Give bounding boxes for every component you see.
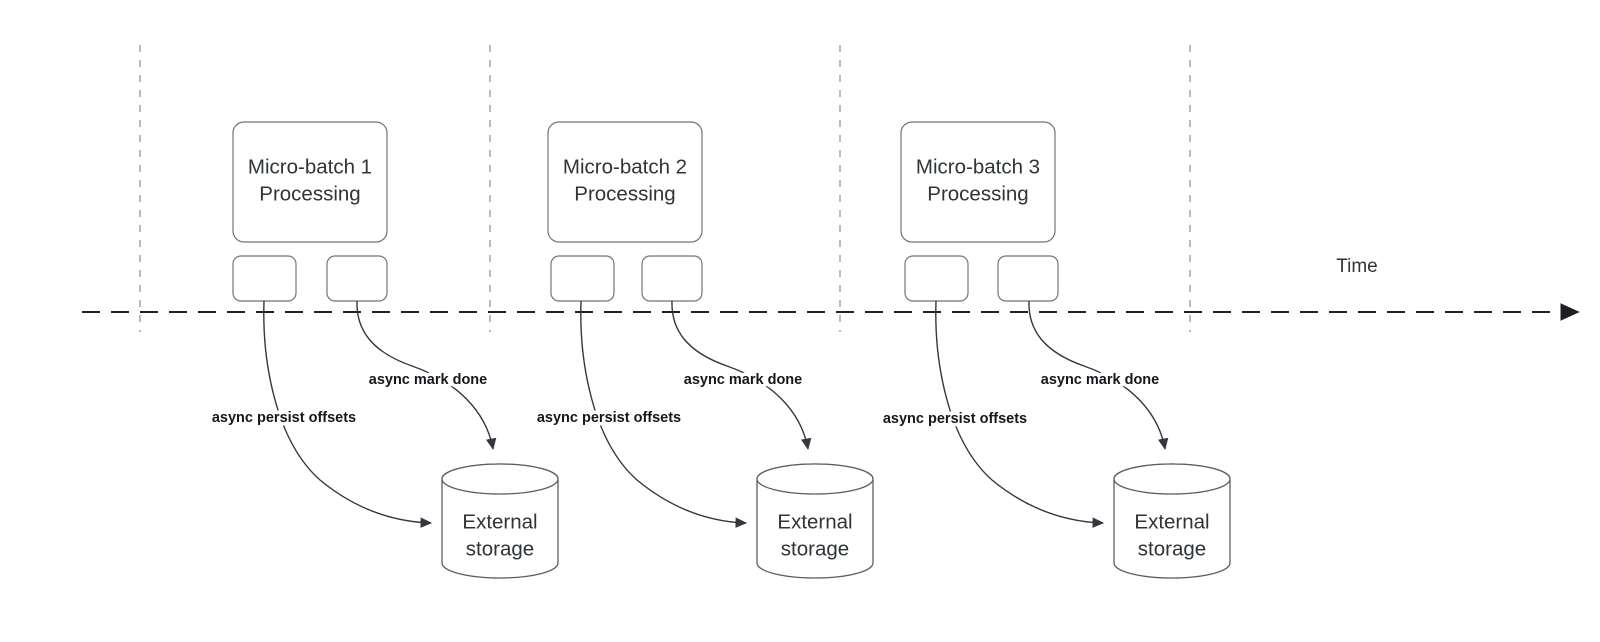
- storage-label-line1: External: [1134, 510, 1209, 533]
- async-persist-offsets-edge-path: [935, 300, 1105, 528]
- persist-offsets-task[interactable]: [904, 255, 969, 302]
- persist-offsets-task[interactable]: [550, 255, 615, 302]
- async-persist-offsets-edge-label-halo: async persist offsets: [212, 410, 356, 426]
- async-persist-offsets-edge-path: [580, 300, 748, 528]
- async-mark-done-edge-label-halo: async mark done: [684, 372, 802, 388]
- batch-group-3: Micro-batch 3 Processing async persist off…: [879, 121, 1231, 579]
- async-mark-done-edge-path: [1028, 300, 1169, 451]
- external-storage-cylinder-3[interactable]: External storage: [1113, 463, 1231, 579]
- async-persist-offsets-edge-label: async persist offsets: [537, 410, 681, 426]
- async-persist-offsets-edge-path: [263, 300, 433, 528]
- batch-group-2: Micro-batch 2 Processing async persist off…: [533, 121, 874, 579]
- async-mark-done-edge-label-halo: async mark done: [369, 372, 487, 388]
- microbatch-box-shape: [547, 121, 703, 243]
- external-storage-cylinder-1[interactable]: External storage: [441, 463, 559, 579]
- microbatch-label-line2: Processing: [259, 182, 360, 205]
- mark-done-task[interactable]: [641, 255, 703, 302]
- async-mark-done-edge-label: async mark done: [684, 372, 802, 388]
- timeline-boundary-ticks: [139, 45, 1191, 332]
- batch-groups-layer: Micro-batch 1 Processing async persist off…: [208, 121, 1231, 579]
- microbatch-box-2[interactable]: Micro-batch 2 Processing: [547, 121, 703, 243]
- async-mark-done-edge-label: async mark done: [369, 372, 487, 388]
- time-axis-label: Time: [1336, 256, 1378, 277]
- microbatch-label-line1: Micro-batch 2: [563, 155, 687, 178]
- microbatch-box-shape: [900, 121, 1056, 243]
- async-persist-offsets-edge-label-halo: async persist offsets: [883, 411, 1027, 427]
- async-persist-offsets-edge-label: async persist offsets: [883, 411, 1027, 427]
- cylinder-top-ellipse: [1113, 463, 1231, 495]
- async-persist-offsets-edge-label: async persist offsets: [212, 410, 356, 426]
- microbatch-box-3[interactable]: Micro-batch 3 Processing: [900, 121, 1056, 243]
- microbatch-box-shape: [232, 121, 388, 243]
- microbatch-label-line1: Micro-batch 3: [916, 155, 1040, 178]
- storage-label-line2: storage: [1138, 537, 1206, 560]
- mark-done-task[interactable]: [997, 255, 1059, 302]
- persist-offsets-task[interactable]: [232, 255, 297, 302]
- async-mark-done-edge-path: [671, 300, 812, 451]
- microbatch-label-line1: Micro-batch 1: [248, 155, 372, 178]
- async-persist-offsets-edge-label-halo: async persist offsets: [537, 410, 681, 426]
- microbatch-box-1[interactable]: Micro-batch 1 Processing: [232, 121, 388, 243]
- storage-label-line1: External: [777, 510, 852, 533]
- storage-label-line2: storage: [466, 537, 534, 560]
- async-mark-done-edge-label: async mark done: [1041, 372, 1159, 388]
- cylinder-top-ellipse: [441, 463, 559, 495]
- external-storage-cylinder-2[interactable]: External storage: [756, 463, 874, 579]
- async-mark-done-edge-path: [356, 300, 497, 451]
- time-axis: Time: [82, 256, 1580, 321]
- microbatch-label-line2: Processing: [927, 182, 1028, 205]
- storage-label-line1: External: [462, 510, 537, 533]
- cylinder-top-ellipse: [756, 463, 874, 495]
- storage-label-line2: storage: [781, 537, 849, 560]
- batch-group-1: Micro-batch 1 Processing async persist off…: [208, 121, 559, 579]
- mark-done-task[interactable]: [326, 255, 388, 302]
- async-mark-done-edge-label-halo: async mark done: [1041, 372, 1159, 388]
- microbatch-label-line2: Processing: [574, 182, 675, 205]
